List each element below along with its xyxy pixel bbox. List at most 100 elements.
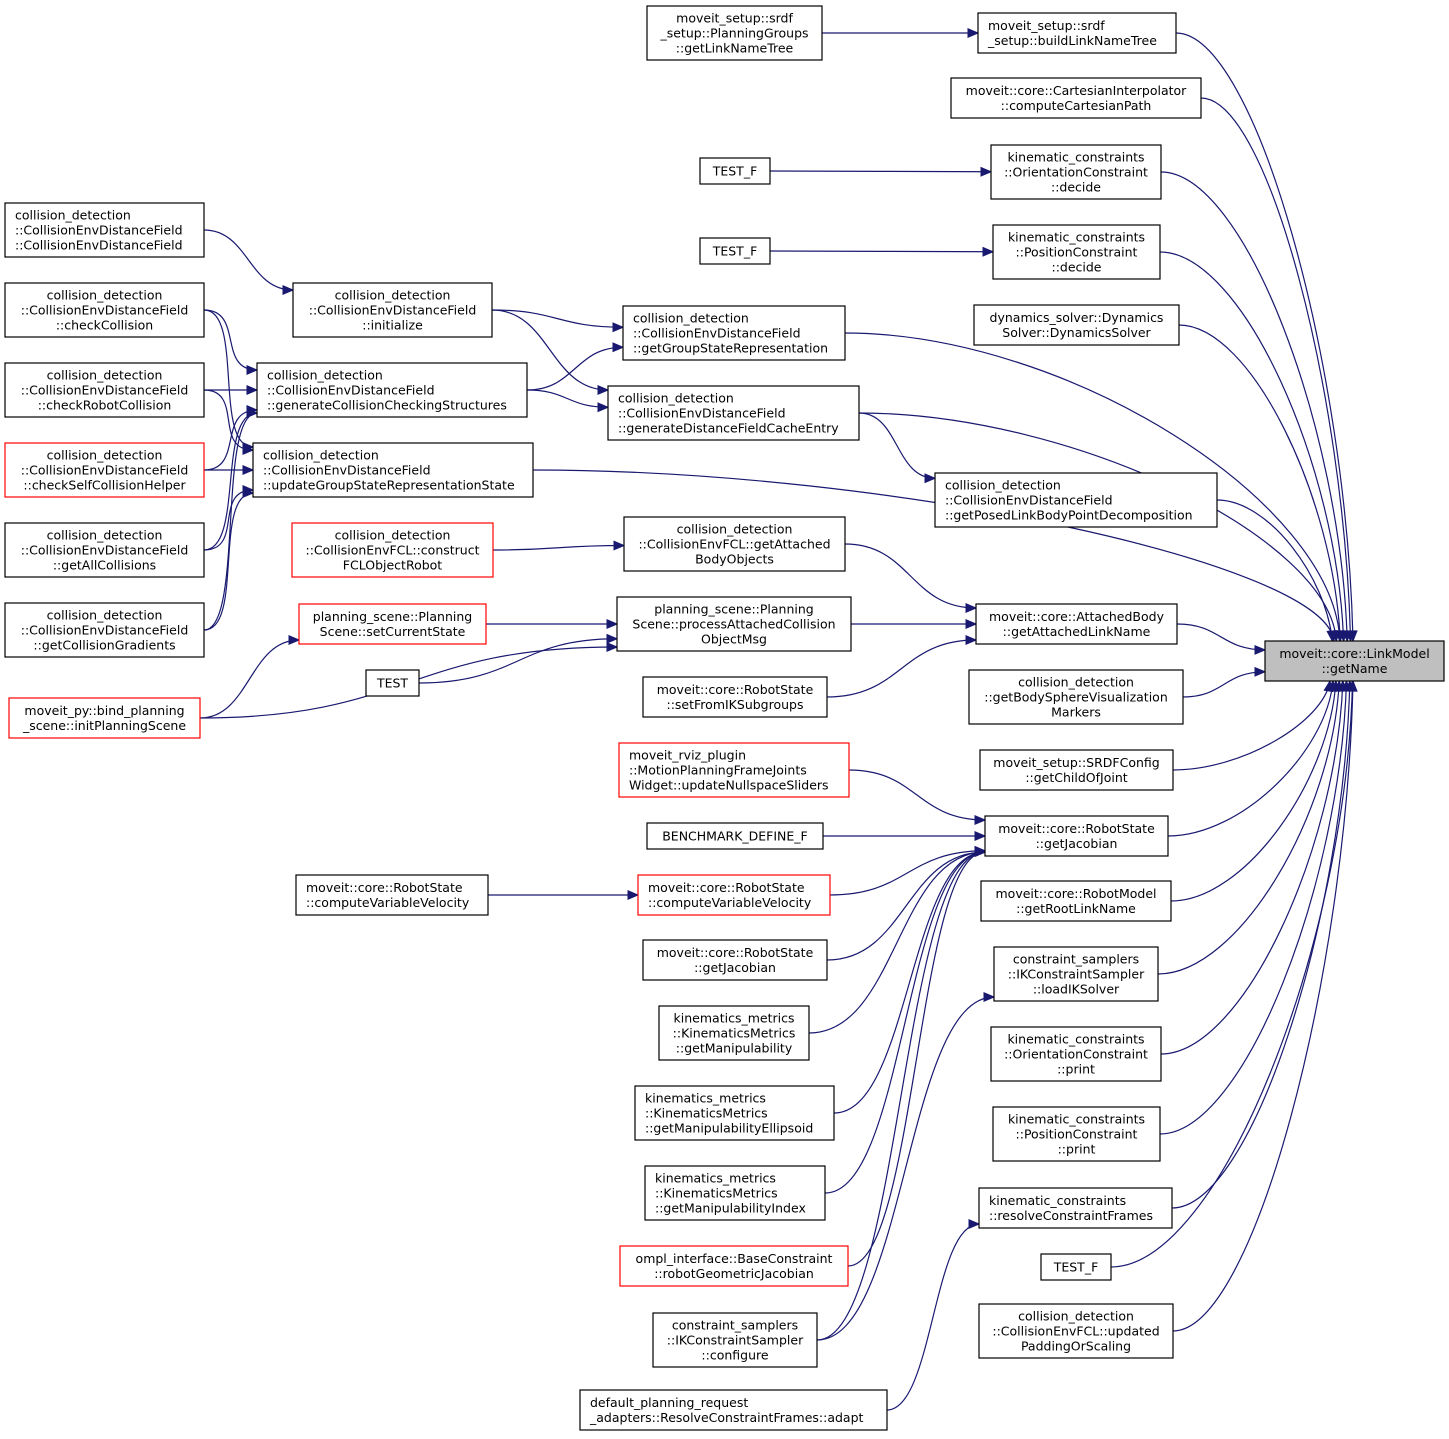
node-box [616,596,852,652]
graph-node[interactable]: collision_detection::CollisionEnvDistanc… [4,522,205,578]
graph-node[interactable]: kinematics_metrics::KinematicsMetrics::g… [634,1085,835,1141]
node-label-line: ::getBodySphereVisualization [984,690,1168,705]
arrowhead-icon [1254,666,1267,677]
graph-node[interactable]: moveit_setup::srdf_setup::PlanningGroups… [646,5,823,61]
graph-node[interactable]: collision_detection::CollisionEnvDistanc… [4,442,205,498]
node-box [4,362,205,418]
graph-node[interactable]: collision_detection::getBodySphereVisual… [968,669,1184,725]
graph-node[interactable]: moveit::core::CartesianInterpolator::com… [950,77,1202,119]
arrowhead-icon [242,465,255,475]
edge-line [203,492,254,631]
graph-node[interactable]: collision_detection::CollisionEnvDistanc… [4,202,205,258]
node-box [978,1187,1173,1229]
edge-line [1182,671,1266,698]
graph-node[interactable]: ompl_interface::BaseConstraint::robotGeo… [619,1245,849,1287]
graph-node[interactable]: collision_detection::CollisionEnvDistanc… [4,282,205,338]
node-label-line: Scene::setCurrentState [320,624,466,639]
node-box [4,202,205,258]
node-box [984,815,1169,857]
graph-node[interactable]: collision_detection::CollisionEnvFCL::up… [978,1303,1174,1359]
call-edge [816,992,996,1341]
edge-line [1176,623,1266,651]
graph-node[interactable]: collision_detection::CollisionEnvFCL::co… [291,522,494,578]
graph-node[interactable]: collision_detection::CollisionEnvDistanc… [252,442,534,498]
node-label-line: ::configure [701,1347,768,1362]
node-label-line: ::PositionConstraint [1016,245,1138,260]
arrowhead-icon [606,619,619,629]
graph-node[interactable]: moveit::core::RobotState::computeVariabl… [295,874,489,916]
node-label-line: _scene::initPlanningScene [22,718,186,733]
node-box [4,282,205,338]
node-label-line: ::getName [1322,661,1388,676]
node-label-line: collision_detection [618,391,734,406]
graph-node[interactable]: constraint_samplers::IKConstraintSampler… [993,946,1159,1002]
graph-node[interactable]: BENCHMARK_DEFINE_F [646,822,824,850]
node-label-line: ::CollisionEnvDistanceField [633,326,801,341]
graph-node[interactable]: moveit::core::AttachedBody::getAttachedL… [975,603,1178,645]
graph-node[interactable]: kinematic_constraints::resolveConstraint… [978,1187,1173,1229]
call-edge [824,847,987,1194]
graph-node[interactable]: collision_detection::CollisionEnvDistanc… [622,305,846,361]
node-label-line: collision_detection [47,608,163,623]
target-node[interactable]: moveit::core::LinkModel::getName [1264,640,1445,682]
graph-node[interactable]: TEST [365,669,420,697]
graph-node[interactable]: moveit_py::bind_planning_scene::initPlan… [8,697,201,739]
graph-node[interactable]: kinematic_constraints::OrientationConstr… [990,1026,1162,1082]
node-label-line: Scene::processAttachedCollision [632,617,835,632]
graph-node[interactable]: moveit_setup::srdf_setup::buildLinkNameT… [977,12,1177,54]
edge-line [1170,680,1337,902]
graph-node[interactable]: moveit::core::RobotModel::getRootLinkNam… [980,880,1172,922]
node-label-line: ::getJacobian [694,960,776,975]
graph-node[interactable]: moveit::core::RobotState::getJacobian [642,939,828,981]
graph-node[interactable]: kinematic_constraints::PositionConstrain… [992,1106,1161,1162]
graph-node[interactable]: moveit::core::RobotState::computeVariabl… [637,874,831,916]
graph-node[interactable]: planning_scene::PlanningScene::processAt… [616,596,852,652]
graph-node[interactable]: constraint_samplers::IKConstraintSampler… [652,1312,818,1368]
graph-node[interactable]: collision_detection::CollisionEnvDistanc… [256,362,528,418]
edge-line [858,412,936,479]
graph-node[interactable]: collision_detection::CollisionEnvDistanc… [934,472,1218,528]
graph-node[interactable]: moveit::core::RobotState::setFromIKSubgr… [642,676,828,718]
graph-node[interactable]: kinematics_metrics::KinematicsMetrics::g… [658,1005,810,1061]
node-box [642,676,828,718]
arrowhead-icon [242,445,255,455]
edge-line [1167,680,1334,837]
graph-node[interactable]: moveit::core::RobotState::getJacobian [984,815,1169,857]
edge-line [526,389,609,408]
call-edge [204,385,259,395]
graph-node[interactable]: collision_detection::CollisionEnvDistanc… [292,282,493,338]
graph-node[interactable]: default_planning_request_adapters::Resol… [579,1389,888,1431]
graph-node[interactable]: kinematics_metrics::KinematicsMetrics::g… [644,1165,826,1221]
edge-line [824,851,986,1194]
node-label-line: BodyObjects [695,551,774,566]
call-edge [833,847,987,1114]
graph-node[interactable]: kinematic_constraints::OrientationConstr… [990,144,1162,200]
node-label-line: ::getLinkNameTree [676,40,794,55]
node-label-line: ::CollisionEnvDistanceField [21,543,189,558]
graph-node[interactable]: TEST_F [699,157,771,185]
graph-node[interactable]: collision_detection::CollisionEnvDistanc… [607,385,860,441]
graph-node[interactable]: moveit_setup::SRDFConfig::getChildOfJoin… [979,749,1174,791]
graph-node[interactable]: planning_scene::PlanningScene::setCurren… [298,603,487,645]
arrowhead-icon [613,540,626,551]
edge-line [769,250,994,253]
graph-node[interactable]: TEST_F [1040,1253,1112,1281]
graph-node[interactable]: collision_detection::CollisionEnvDistanc… [4,362,205,418]
node-box [992,1106,1161,1162]
graph-node[interactable]: TEST_F [699,237,771,265]
edge-line [833,851,986,1114]
arrowhead-icon [288,635,301,645]
node-label-line: ::CollisionEnvFCL::construct [306,543,480,558]
graph-node[interactable]: moveit_rviz_plugin::MotionPlanningFrameJ… [618,742,850,798]
call-edge [850,619,978,629]
graph-node[interactable]: dynamics_solver::DynamicsSolver::Dynamic… [973,304,1180,346]
node-box [973,304,1180,346]
node-box [975,603,1178,645]
graph-node[interactable]: kinematic_constraints::PositionConstrain… [992,224,1161,280]
graph-node[interactable]: collision_detection::CollisionEnvDistanc… [4,602,205,658]
node-label-line: ::PositionConstraint [1016,1127,1138,1142]
graph-node[interactable]: collision_detection::CollisionEnvFCL::ge… [623,516,846,572]
node-label-line: constraint_samplers [1013,952,1139,967]
edge-line [526,346,624,391]
